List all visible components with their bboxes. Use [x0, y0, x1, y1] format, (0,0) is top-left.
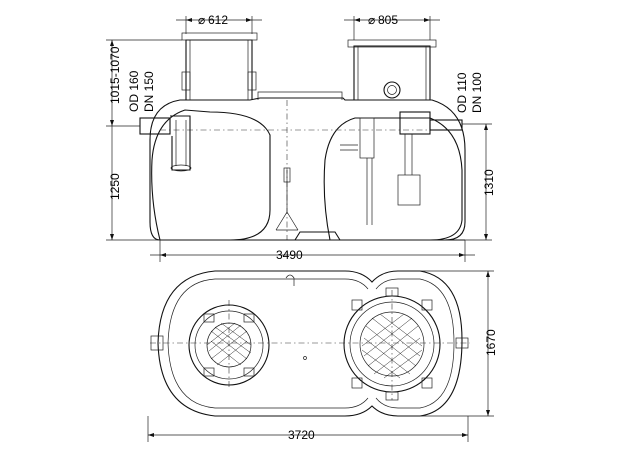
diam-symbol-left: ⌀ — [198, 13, 205, 27]
left-grate — [188, 304, 270, 386]
support-leg — [275, 170, 299, 231]
right-neck — [353, 45, 431, 100]
outlet-pump — [340, 111, 463, 225]
plan-dimensions: 3720 1670 — [147, 270, 498, 442]
inspection-port — [383, 81, 401, 99]
left-height-label: 1250 — [108, 173, 122, 200]
outlet-od-label: OD 110 — [455, 72, 469, 113]
side-dimensions: ⌀ 612 ⌀ 805 1015-1070 1250 OD 160 DN 150… — [106, 13, 496, 262]
left-neck — [185, 39, 253, 100]
left-chamber — [151, 109, 271, 241]
diam-symbol-right: ⌀ — [368, 13, 375, 27]
right-grate — [343, 287, 441, 401]
tank-outline-side — [149, 97, 466, 241]
inlet-height-label: 1015-1070 — [108, 46, 122, 104]
left-cover — [181, 32, 258, 41]
inlet-dn-label: DN 150 — [142, 71, 156, 112]
right-chamber — [323, 117, 463, 241]
side-view — [139, 32, 466, 241]
plan-length-label: 3720 — [288, 428, 315, 442]
tank-outline-plan — [157, 270, 463, 417]
plan-view — [150, 270, 470, 417]
right-height-label: 1310 — [482, 169, 496, 196]
diam-label-right: 805 — [378, 13, 398, 27]
diam-label-left: 612 — [208, 13, 228, 27]
outlet-dn-label: DN 100 — [470, 72, 484, 113]
plan-width-label: 1670 — [484, 329, 498, 356]
side-length-label: 3490 — [276, 248, 303, 262]
right-cover — [347, 39, 437, 48]
inlet-pipe — [139, 115, 192, 172]
inlet-od-label: OD 160 — [127, 70, 141, 112]
